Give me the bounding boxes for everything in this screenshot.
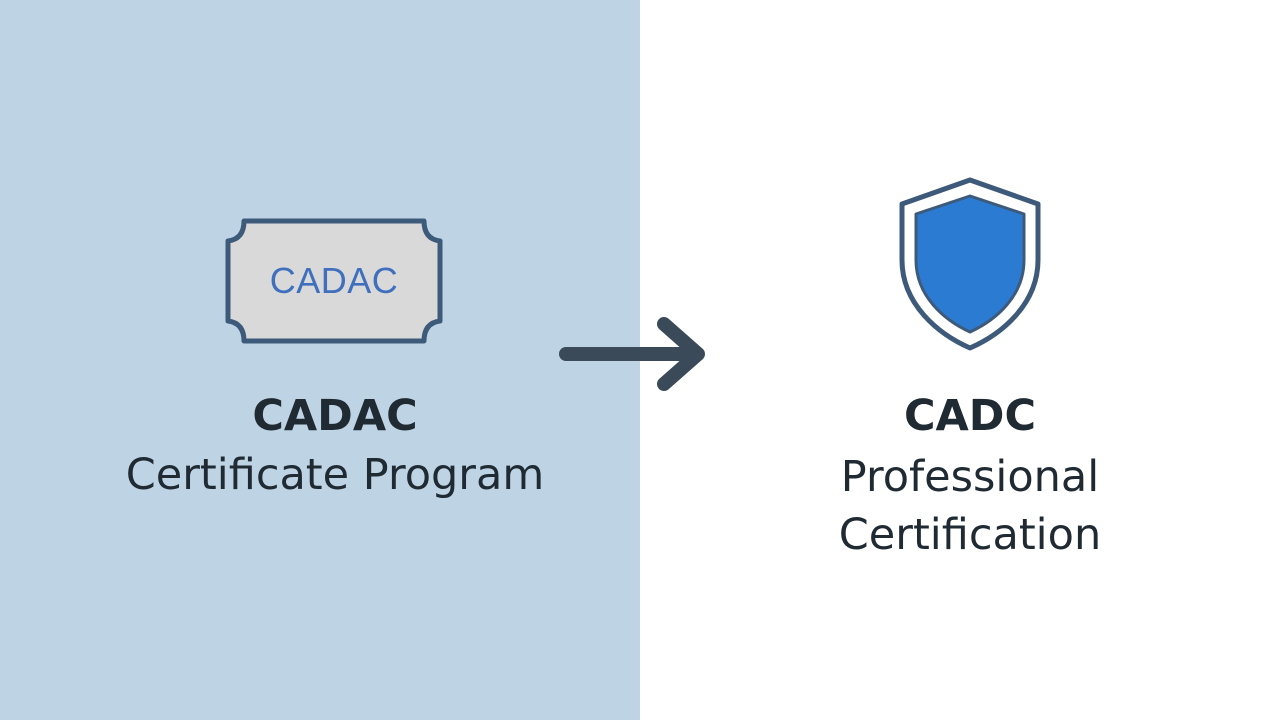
left-panel <box>0 0 640 720</box>
arrow-right-icon <box>559 317 705 391</box>
shield-icon <box>899 177 1041 351</box>
left-title: CADAC <box>252 391 418 441</box>
left-subtitle: Certificate Program <box>125 450 545 500</box>
right-title: CADC <box>903 391 1037 441</box>
right-panel <box>640 0 1280 720</box>
certificate-text: CADAC <box>269 260 399 301</box>
right-subtitle: Professional Certification <box>838 452 1102 560</box>
certificate-icon <box>225 218 443 344</box>
